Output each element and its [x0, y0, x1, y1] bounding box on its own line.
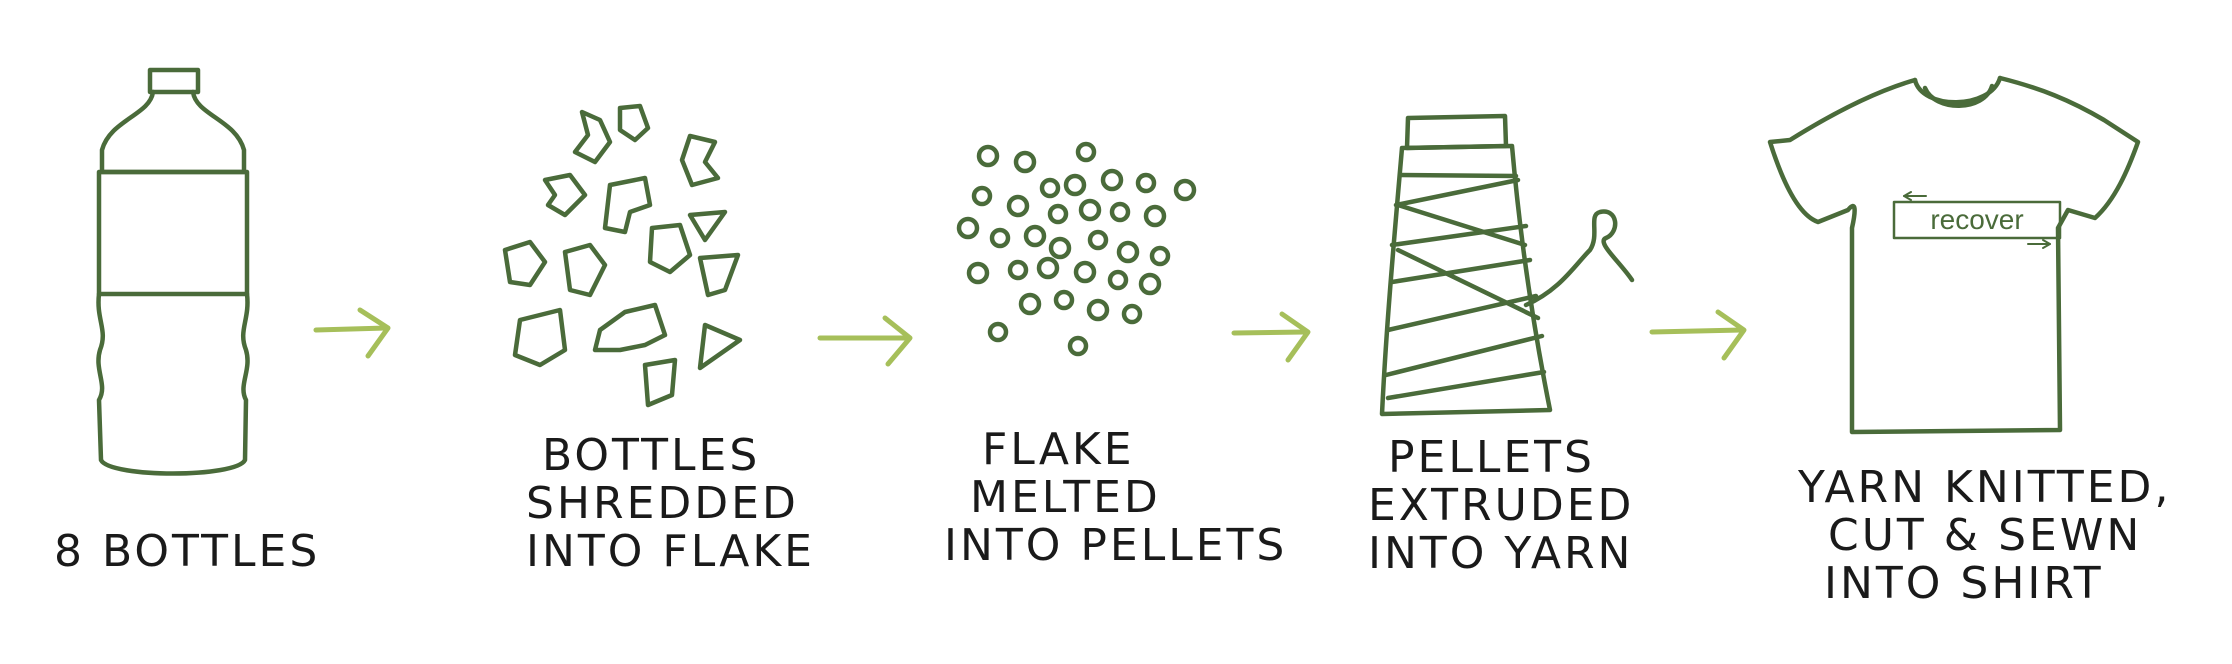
arrow-icon: [1231, 311, 1311, 363]
step-2-line-1: BOTTLES: [542, 430, 761, 481]
pellets-icon: [956, 141, 1197, 357]
step-4-line-1: PELLETS: [1388, 432, 1595, 483]
step-5-line-1: YARN KNITTED,: [1798, 462, 2172, 513]
step-3-line-2: MELTED: [970, 472, 1161, 523]
step-4-label: PELLETS EXTRUDED INTO YARN: [1368, 434, 1634, 578]
shirt-logo-text: recover: [1930, 204, 2024, 235]
step-2-line-2: SHREDDED: [526, 478, 799, 529]
step-2-label: BOTTLES SHREDDED INTO FLAKE: [526, 432, 815, 576]
step-5-label: YARN KNITTED, CUT & SEWN INTO SHIRT: [1798, 464, 2171, 608]
step-3-label: FLAKE MELTED INTO PELLETS: [944, 426, 1287, 570]
step-4-line-2: EXTRUDED: [1368, 480, 1635, 531]
step-1-line-1: 8 BOTTLES: [54, 526, 321, 577]
step-3-line-3: INTO PELLETS: [944, 520, 1288, 571]
tshirt-icon: [1767, 75, 2141, 435]
step-4-line-3: INTO YARN: [1368, 528, 1634, 579]
step-5-line-2: CUT & SEWN: [1828, 510, 2143, 561]
step-1-label: 8 BOTTLES: [54, 528, 320, 576]
flakes-icon: [502, 103, 743, 408]
bottle-icon: [96, 67, 250, 476]
arrow-icon: [1649, 309, 1747, 361]
arrow-icon: [313, 307, 391, 359]
step-3-line-1: FLAKE: [982, 424, 1135, 475]
step-2-line-3: INTO FLAKE: [526, 526, 815, 577]
yarn-spool-icon: [1379, 113, 1635, 417]
arrow-icon: [817, 315, 913, 367]
step-5-line-3: INTO SHIRT: [1824, 558, 2104, 609]
